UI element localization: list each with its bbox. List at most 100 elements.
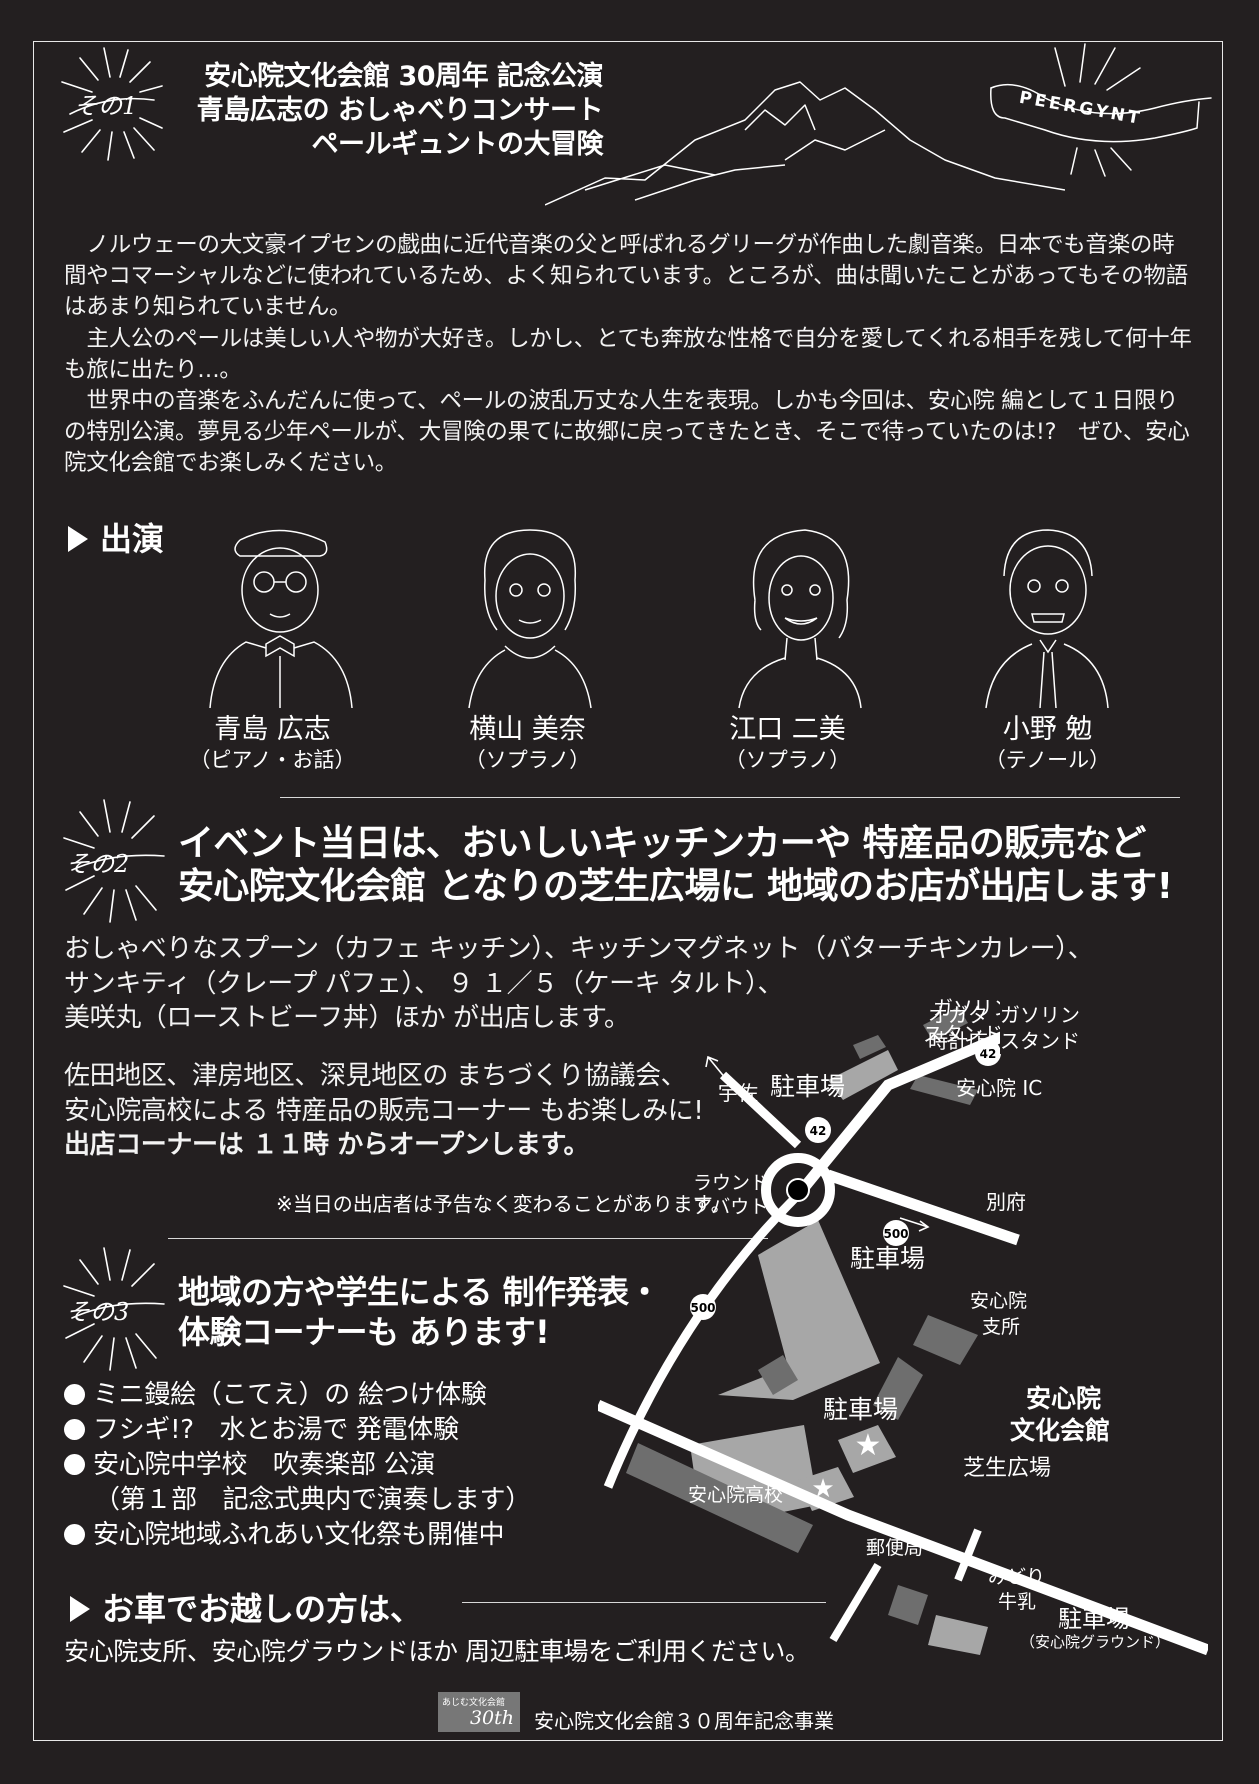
performer-name: 横山 美奈	[469, 714, 586, 745]
vendor-note: ※当日の出店者は予告なく変わることがあります。	[276, 1192, 731, 1216]
section3-heading-line-1: 地域の方や学生による 制作発表・	[178, 1273, 661, 1311]
map-label-hall: 安心院	[1026, 1384, 1101, 1413]
post-office-building	[888, 1585, 928, 1625]
peergynt-logo-text: PEERGYNT	[1018, 88, 1144, 129]
footer-logo: あじむ文化会館 30th	[438, 1692, 520, 1732]
concert-title: 安心院文化会館 30周年 記念公演 青島広志の おしゃべりコンサート ペールギュ…	[197, 60, 604, 162]
route-number: 42	[810, 1124, 827, 1138]
map-label-parking: 駐車場	[1058, 1605, 1130, 1633]
arrow-icon	[899, 1217, 930, 1232]
access-map: 42 42 500 500 ★ ★ ガソリンスタンド 安心院 IC 宇佐 駐車場…	[598, 996, 1208, 1656]
car-access-heading: お車でお越しの方は、	[70, 1584, 422, 1630]
list-item-subtext: （第１部 記念式典内で演奏します）	[94, 1485, 531, 1515]
roundabout-center	[786, 1178, 810, 1202]
performers-heading: 出演	[68, 514, 164, 560]
map-label-parking: 駐車場	[823, 1395, 898, 1424]
route-42-shield	[805, 1117, 831, 1143]
portrait-yokoyama	[468, 529, 592, 709]
list-item: フシギ!? 水とお湯で 発電体験	[64, 1413, 531, 1448]
performer-name: 小野 勉	[1002, 714, 1093, 745]
local-sales: 佐田地区、津房地区、深見地区の まちづくり協議会、 安心院高校による 特産品の販…	[64, 1059, 704, 1163]
route-number: 500	[690, 1301, 715, 1315]
footer-text: 安心院文化会館３０周年記念事業	[534, 1709, 834, 1733]
parking-lot	[718, 1220, 880, 1400]
portrait-ono	[985, 529, 1109, 709]
performer-2: 横山 美奈 （ソプラノ）	[425, 714, 630, 774]
performer-name: 青島 広志	[214, 714, 331, 745]
clock-shop-building	[853, 1035, 886, 1059]
route-42-shield	[975, 1040, 1001, 1066]
list-item: 安心院地域ふれあい文化祭も開催中	[64, 1518, 531, 1553]
map-label-roundabout: アバウト	[693, 1196, 768, 1218]
section2-heading: イベント当日は、おいしいキッチンカーや 特産品の販売など 安心院文化会館 となり…	[178, 822, 1173, 908]
map-label-milk: 牛乳	[998, 1591, 1036, 1613]
map-label-beppu: 別府	[986, 1190, 1026, 1214]
list-item: ミニ鏝絵（こてえ）の 絵つけ体験	[64, 1378, 531, 1413]
map-label-branch: 支所	[982, 1316, 1020, 1338]
map-label-milk: みどり	[988, 1566, 1045, 1588]
car-access-heading-text: お車でお越しの方は、	[102, 1590, 423, 1628]
route-number: 42	[980, 1047, 997, 1061]
peergynt-logo: PEERGYNT	[990, 43, 1212, 177]
bullet-icon	[64, 1419, 85, 1440]
map-label-branch: 安心院	[970, 1290, 1027, 1312]
badge-sono3: その3	[63, 1247, 165, 1371]
badge-sono1-label: その1	[74, 92, 137, 120]
divider	[168, 1238, 768, 1239]
list-item: 安心院中学校 吹奏楽部 公演	[64, 1448, 531, 1483]
local-line-2: 安心院高校による 特産品の販売コーナー もお楽しみに!	[64, 1095, 704, 1126]
main-road	[598, 1399, 1208, 1656]
map-label-post: 郵便局	[866, 1537, 923, 1559]
badge-sono2: その2	[63, 799, 165, 923]
intro-paragraph-2: 主人公のペールは美しい人や物が大好き。しかし、とても奔放な性格で自分を愛してくれ…	[64, 325, 1192, 383]
title-line-3: ペールギュントの大冒険	[311, 129, 604, 160]
intro-paragraph-1: ノルウェーの大文豪イプセンの戯曲に近代音楽の父と呼ばれるグリーグが作曲した劇音楽…	[64, 232, 1188, 321]
map-label-hall: 文化会館	[1010, 1416, 1110, 1445]
parking-lot	[928, 1615, 988, 1655]
performer-1: 青島 広志 （ピアノ・お話）	[170, 714, 375, 774]
performers-heading-text: 出演	[100, 520, 165, 558]
divider	[280, 797, 1180, 798]
triangle-icon	[70, 1596, 90, 1622]
map-label-gas-stand: ガソリンスタンド	[923, 996, 1013, 1046]
performer-4: 小野 勉 （テノール）	[945, 714, 1150, 774]
building	[873, 1357, 923, 1420]
performer-role: （ソプラノ）	[724, 748, 851, 772]
building	[758, 1355, 798, 1395]
bullet-icon	[64, 1454, 85, 1475]
map-label-ic: 安心院 IC	[956, 1076, 1042, 1100]
footer-logo-big: 30th	[469, 1707, 514, 1729]
star-icon: ★	[855, 1428, 882, 1463]
side-road	[829, 1562, 882, 1643]
badge-sono3-label: その3	[66, 1298, 129, 1326]
map-label-highschool: 安心院高校	[688, 1484, 783, 1506]
local-line-1: 佐田地区、津房地区、深見地区の まちづくり協議会、	[64, 1061, 687, 1091]
portrait-eguchi	[738, 529, 862, 709]
road-500-east	[826, 1169, 1020, 1246]
bullet-icon	[64, 1384, 85, 1405]
map-label-clock-shop: オガタ 時計店	[928, 1003, 988, 1053]
map-label-parking: 駐車場	[770, 1072, 845, 1101]
intro-text: ノルウェーの大文豪イプセンの戯曲に近代音楽の父と呼ばれるグリーグが作曲した劇音楽…	[64, 230, 1194, 480]
section2-heading-line-2: 安心院文化会館 となりの芝生広場に 地域のお店が出店します!	[178, 866, 1173, 907]
section2-heading-line-1: イベント当日は、おいしいキッチンカーや 特産品の販売など	[178, 823, 1146, 864]
performer-3: 江口 二美 （ソプラノ）	[685, 714, 890, 774]
roundabout	[761, 1153, 835, 1227]
car-access-text: 安心院支所、安心院グラウンドほか 周辺駐車場をご利用ください。	[64, 1637, 810, 1666]
route-number: 500	[883, 1227, 908, 1241]
road-usa	[719, 1071, 802, 1149]
highschool-building	[626, 1443, 813, 1553]
branch-office-building	[913, 1315, 978, 1365]
arrow-icon	[705, 1055, 727, 1080]
shops-list: おしゃべりなスプーン（カフェ キッチン）、キッチンマグネット（バターチキンカレー…	[64, 932, 1094, 1036]
list-item-text: フシギ!? 水とお湯で 発電体験	[93, 1415, 459, 1445]
map-label-roundabout: ラウンド	[693, 1172, 769, 1194]
map-label-usa: 宇佐	[718, 1081, 758, 1105]
performer-role: （テノール）	[984, 748, 1111, 772]
triangle-icon	[68, 526, 88, 552]
performer-role: （ピアノ・お話）	[189, 748, 356, 772]
shops-line-3: 美咲丸（ローストビーフ丼）ほか が出店します。	[64, 1003, 630, 1033]
badge-sono1: その1	[61, 47, 163, 161]
side-road	[954, 1528, 982, 1582]
map-label-parking: 駐車場	[850, 1244, 925, 1273]
